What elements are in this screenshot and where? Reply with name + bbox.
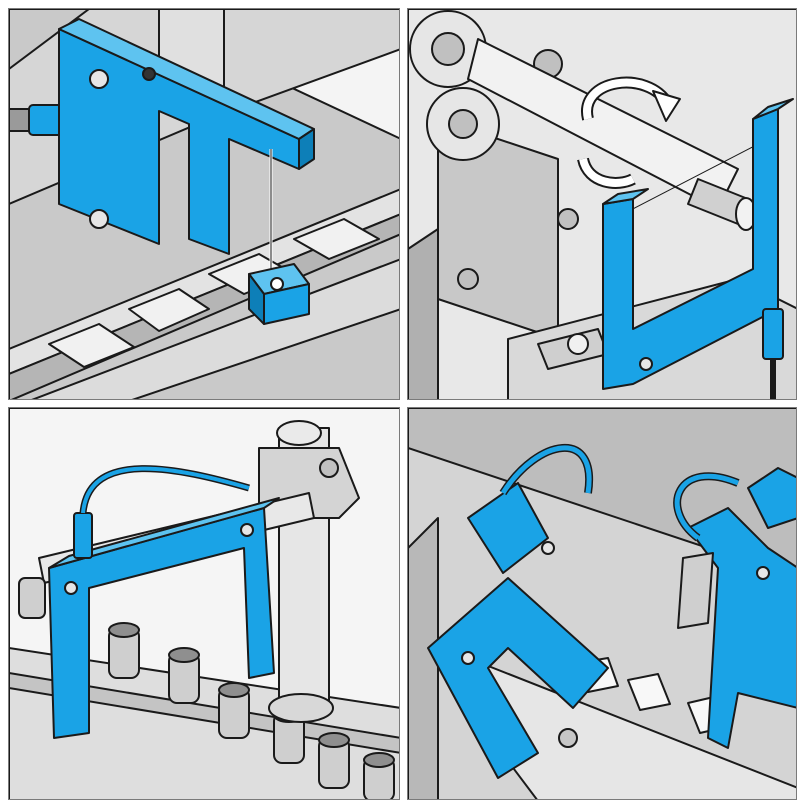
panel-fork-sensor-rotating-shaft (407, 8, 797, 400)
panel-fork-sensor-vial-conveyor (8, 407, 400, 800)
panel-fork-sensors-label-rail (407, 407, 797, 800)
fork-sensor-on-linear-conveyor-icon (9, 9, 399, 399)
fork-sensor-on-vial-conveyor-icon (9, 408, 399, 799)
fork-sensor-on-rotating-shaft-icon (408, 9, 796, 399)
panel-fork-sensor-linear-conveyor (8, 8, 400, 400)
fork-sensors-on-label-rail-icon (408, 408, 796, 799)
